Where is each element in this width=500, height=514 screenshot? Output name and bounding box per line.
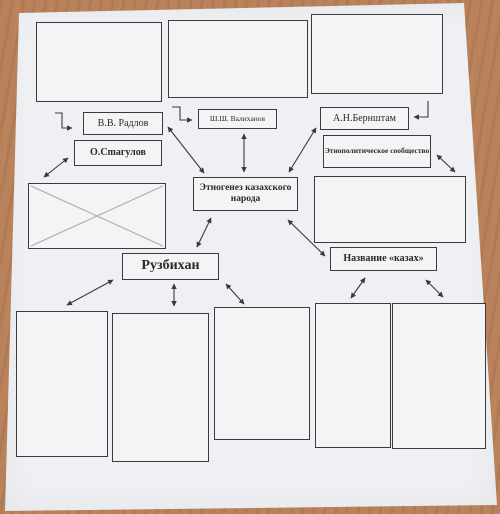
node-kazakh-name: Название «казах» bbox=[330, 247, 437, 271]
empty-box-top-right bbox=[311, 14, 443, 94]
empty-box-top-middle bbox=[168, 20, 308, 98]
empty-box-bottom-2 bbox=[112, 313, 209, 462]
empty-box-bottom-3 bbox=[214, 307, 310, 440]
bent-arrow-radlov bbox=[55, 112, 73, 131]
empty-box-top-left bbox=[36, 22, 162, 102]
node-ethnopolitical: Этнополитическое сообщество bbox=[323, 135, 431, 168]
crossed-box-left bbox=[28, 183, 166, 249]
node-valikhanov: Ш.Ш. Валиханов bbox=[198, 109, 277, 129]
node-smagulov: О.Сmагулов bbox=[74, 140, 162, 166]
arrow-kazakh-bottom5 bbox=[425, 279, 444, 298]
node-ruzbikhan: Рузбихан bbox=[122, 253, 219, 280]
arrow-ruzbikhan-bottom1 bbox=[66, 279, 114, 306]
arrow-radlov-center bbox=[167, 126, 205, 174]
arrow-kazakh-bottom4 bbox=[350, 277, 366, 299]
arrow-center-kazakh-name bbox=[287, 219, 326, 257]
arrow-smagulov-crossed bbox=[43, 157, 69, 178]
empty-box-bottom-1 bbox=[16, 311, 108, 457]
bent-arrow-bernshtam bbox=[413, 101, 429, 120]
arrow-ethnopolitical-box bbox=[436, 154, 456, 173]
node-center-ethnogenesis: Этногенез казахского народа bbox=[193, 177, 298, 211]
bent-arrow-valikhanov bbox=[172, 106, 193, 123]
empty-box-bottom-4 bbox=[315, 303, 391, 448]
arrow-ruzbikhan-bottom3 bbox=[225, 283, 245, 305]
empty-box-right-middle bbox=[314, 176, 466, 243]
arrow-bernshtam-center bbox=[288, 127, 317, 173]
arrow-center-ruzbikhan bbox=[196, 217, 212, 248]
empty-box-bottom-5 bbox=[392, 303, 486, 449]
node-bernshtam: А.Н.Бернштам bbox=[320, 107, 409, 130]
node-radlov: В.В. Радлов bbox=[83, 112, 163, 135]
cross-lines bbox=[30, 185, 164, 247]
